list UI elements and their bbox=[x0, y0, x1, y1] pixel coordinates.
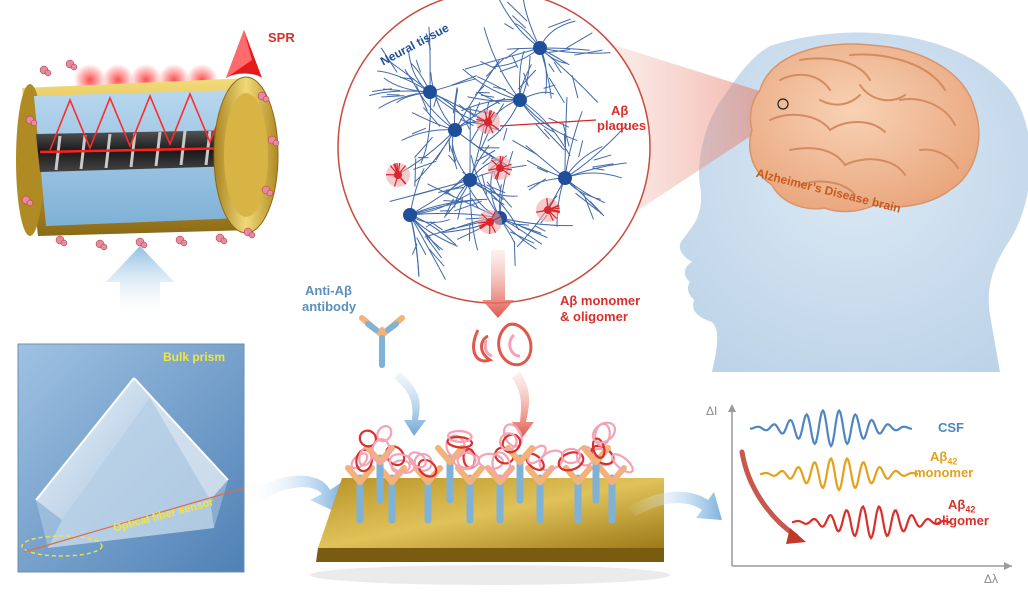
protein-aggregate-icon bbox=[472, 322, 533, 367]
x-axis-label: Δλ bbox=[984, 572, 999, 586]
up-arrow bbox=[106, 246, 174, 320]
monomer-curve bbox=[759, 456, 919, 492]
prism-to-chip-arrow bbox=[246, 475, 342, 512]
y-axis-label: ΔI bbox=[706, 404, 718, 418]
spectrum-chart-icon bbox=[728, 404, 1012, 570]
csf-label: CSF bbox=[938, 420, 964, 435]
brain-icon bbox=[749, 43, 980, 213]
abeta-mono-oligo-label-2: & oligomer bbox=[560, 309, 628, 324]
ab42-monomer-label-1: Aβ42 bbox=[930, 449, 958, 467]
ab42-oligomer-label-1: Aβ42 bbox=[948, 497, 976, 515]
abeta-plaques-label-1: Aβ bbox=[611, 103, 629, 118]
release-arrow bbox=[482, 250, 514, 318]
abeta-mono-oligo-label-1: Aβ monomer bbox=[560, 293, 641, 308]
antibody-arrow bbox=[394, 372, 426, 436]
gold-substrate-icon bbox=[310, 421, 670, 585]
abeta-plaques-label-2: plaques bbox=[597, 118, 647, 133]
oligomer-curve bbox=[791, 504, 951, 540]
prism-photo-icon bbox=[17, 343, 245, 573]
anti-abeta-label-2: antibody bbox=[302, 299, 357, 314]
csf-curve bbox=[749, 408, 913, 448]
anti-abeta-label-1: Anti-Aβ bbox=[305, 283, 352, 298]
bulk-prism-label: Bulk prism bbox=[163, 350, 226, 364]
ab42-monomer-label-2: monomer bbox=[914, 465, 974, 480]
ab42-oligomer-label-2: oligomer bbox=[934, 513, 989, 528]
protein-arrow bbox=[512, 372, 534, 438]
chip-to-chart-arrow bbox=[626, 491, 722, 520]
antibody-icon bbox=[359, 315, 405, 368]
spr-label: SPR bbox=[268, 30, 295, 45]
spr-fiber-icon bbox=[16, 30, 280, 251]
